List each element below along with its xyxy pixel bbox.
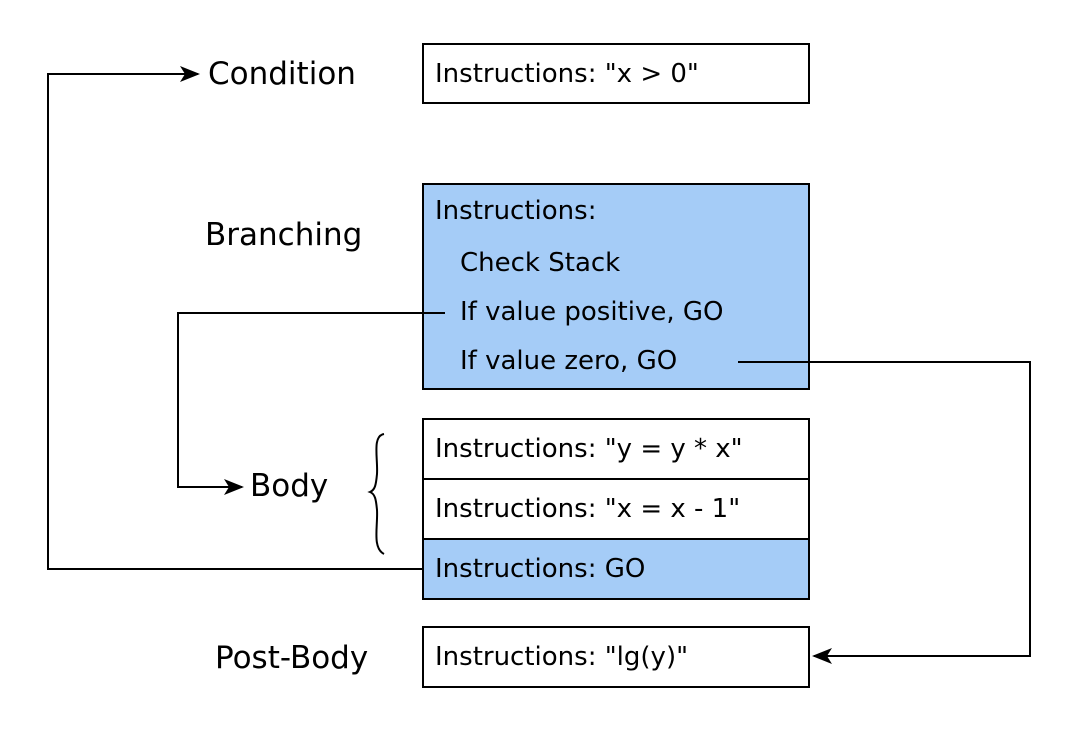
condition-label: Condition (208, 56, 356, 92)
branching-line-check-stack: Check Stack (460, 248, 621, 278)
body-box-decrement: Instructions: "x = x - 1" (422, 478, 810, 540)
condition-box: Instructions: "x > 0" (422, 43, 810, 104)
positive-branch-arrow (177, 312, 445, 495)
body-label: Body (250, 468, 329, 504)
post-body-box: Instructions: "lg(y)" (422, 626, 810, 688)
branching-box: Instructions: Check Stack If value posit… (422, 183, 810, 390)
branching-line-zero-go: If value zero, GO (460, 346, 678, 376)
body-brace (367, 433, 385, 555)
branching-label: Branching (205, 217, 363, 253)
post-body-label: Post-Body (215, 640, 369, 676)
condition-instructions: Instructions: "x > 0" (435, 59, 699, 89)
branching-line-positive-go: If value positive, GO (460, 297, 724, 327)
body-box-multiply: Instructions: "y = y * x" (422, 418, 810, 480)
body-instructions-multiply: Instructions: "y = y * x" (435, 434, 743, 464)
body-box-go: Instructions: GO (422, 538, 810, 600)
post-body-instructions: Instructions: "lg(y)" (435, 642, 689, 672)
body-instructions-decrement: Instructions: "x = x - 1" (435, 494, 741, 524)
branching-header: Instructions: (435, 196, 597, 226)
body-instructions-go: Instructions: GO (435, 554, 646, 584)
loop-back-arrow (47, 66, 422, 570)
